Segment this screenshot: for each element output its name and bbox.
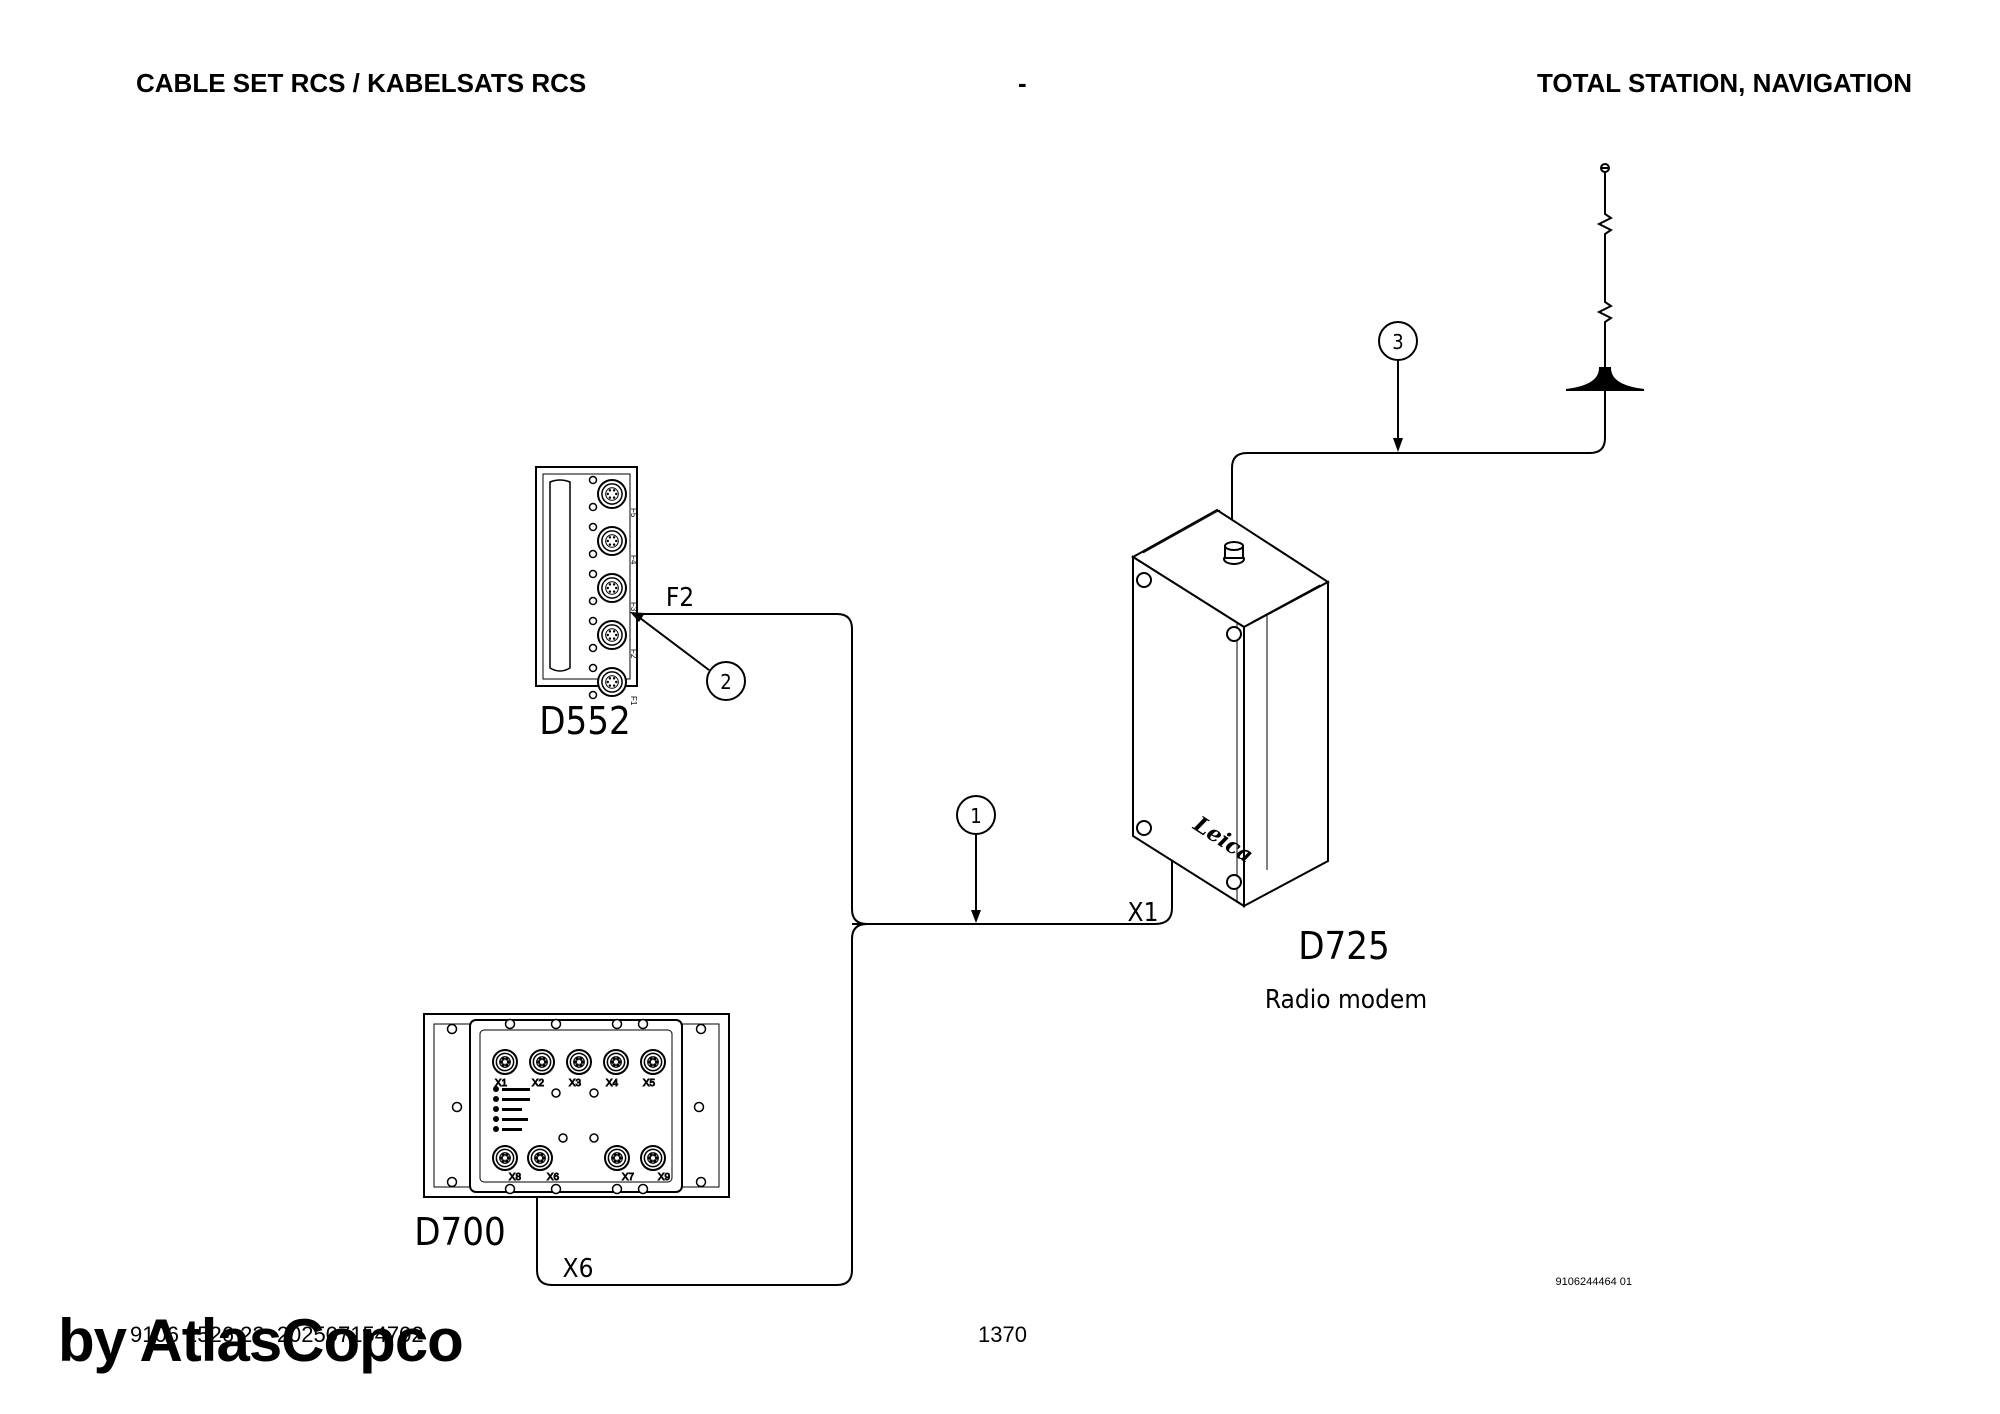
d700-label: D700	[414, 1210, 506, 1254]
d700-port-label: X8	[509, 1172, 522, 1183]
d552-port-label: F5	[629, 508, 638, 518]
cable-x6	[536, 923, 868, 1286]
d552-port-f5	[597, 479, 627, 509]
d700-port-label: X3	[569, 1078, 582, 1089]
callout-3: 3	[1378, 321, 1418, 452]
d700-port-x4	[603, 1049, 629, 1075]
cable-x1	[852, 860, 1173, 925]
d725-radio-modem: Leica	[1131, 508, 1330, 908]
callout-1: 1	[956, 795, 996, 923]
atlascopco-watermark: by AtlasCopco	[58, 1307, 464, 1374]
d700-port-label: X9	[658, 1172, 671, 1183]
d700-port-x8	[492, 1145, 518, 1171]
document-id: 9106 1526 22_202507154702	[130, 1322, 424, 1347]
callout-2: 2	[630, 612, 746, 701]
d700-port-x3	[566, 1049, 592, 1075]
d700-port-label: X5	[643, 1078, 656, 1089]
d552-port-label: F1	[629, 696, 638, 706]
svg-text:3: 3	[1392, 330, 1403, 354]
x1-label: X1	[1128, 898, 1159, 928]
d552-port-f2	[597, 620, 627, 650]
d552-port-f1	[597, 667, 627, 697]
drawing-number: 9106244464 01	[1556, 1276, 1632, 1288]
f2-label: F2	[666, 583, 694, 613]
header-middle: -	[1018, 68, 1027, 98]
d700-port-label: X6	[547, 1172, 560, 1183]
d700-port-label: X2	[532, 1078, 545, 1089]
d700-port-x9	[640, 1145, 666, 1171]
d700-port-x6	[527, 1145, 553, 1171]
d700-port-label: X7	[622, 1172, 635, 1183]
page-number: 1370	[978, 1322, 1027, 1347]
d700-port-x7	[604, 1145, 630, 1171]
d700-port-x1	[492, 1049, 518, 1075]
svg-text:2: 2	[720, 670, 731, 694]
d700-port-x5	[640, 1049, 666, 1075]
x6-label: X6	[563, 1254, 594, 1284]
d552-port-f3	[597, 573, 627, 603]
d552-port-label: F2	[629, 649, 638, 659]
d552-port-label: F4	[629, 555, 638, 565]
d725-label: D725	[1298, 924, 1390, 968]
d700-port-label: X4	[606, 1078, 619, 1089]
d700-port-x2	[529, 1049, 555, 1075]
d552-port-label: F3	[629, 602, 638, 612]
d552-label: D552	[539, 699, 631, 743]
cable-f2	[627, 613, 868, 925]
d725-description: Radio modem	[1265, 985, 1427, 1015]
cable-antenna	[1231, 390, 1606, 540]
svg-text:1: 1	[970, 804, 981, 828]
header-left-title: CABLE SET RCS / KABELSATS RCS	[136, 68, 587, 98]
d552-port-f4	[597, 526, 627, 556]
antenna-icon	[1565, 163, 1645, 391]
header-right-title: TOTAL STATION, NAVIGATION	[1536, 68, 1912, 98]
d700-port-label: X1	[495, 1078, 508, 1089]
